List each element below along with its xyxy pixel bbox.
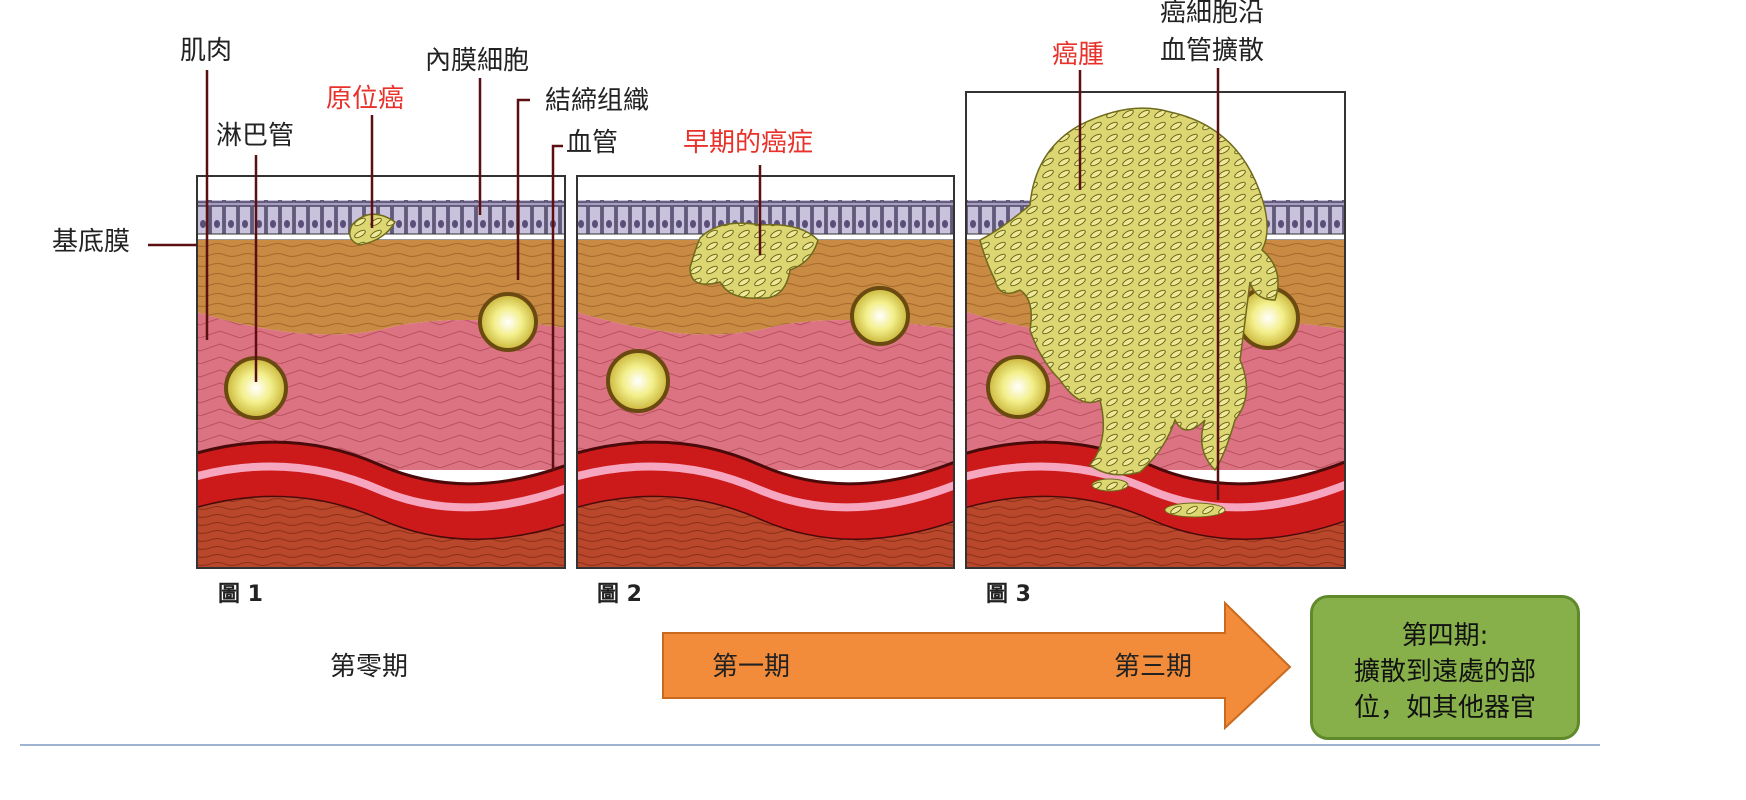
label-lymph: 淋巴管 [216,121,294,151]
panel-2 [570,176,960,580]
figure-caption-1: 圖 1 [218,576,263,608]
stage-4-desc-2: 位，如其他器官 [1313,690,1577,726]
label-spread-1: 癌細胞沿 [1160,0,1264,28]
panel-3 [960,92,1350,580]
label-vessel: 血管 [566,128,618,158]
stage-4-title: 第四期: [1313,618,1577,654]
stage-3-label: 第三期 [1114,646,1192,683]
label-muscle: 肌肉 [180,36,232,66]
label-endo: 內膜細胞 [425,46,529,76]
stage-4-box: 第四期: 擴散到遠處的部 位，如其他器官 [1310,595,1580,740]
figure-caption-3: 圖 3 [986,576,1031,608]
label-insitu: 原位癌 [326,84,404,114]
label-tumor: 癌腫 [1052,40,1104,70]
stage-4-desc-1: 擴散到遠處的部 [1313,654,1577,690]
label-basement: 基底膜 [52,227,130,257]
label-connective: 結締组織 [545,86,649,116]
stage-1-label: 第一期 [712,646,790,683]
label-early: 早期的癌症 [683,128,813,158]
panel-1 [190,176,580,580]
label-spread-2: 血管擴散 [1160,36,1264,66]
stage-0-label: 第零期 [330,646,408,683]
figure-caption-2: 圖 2 [597,576,642,608]
